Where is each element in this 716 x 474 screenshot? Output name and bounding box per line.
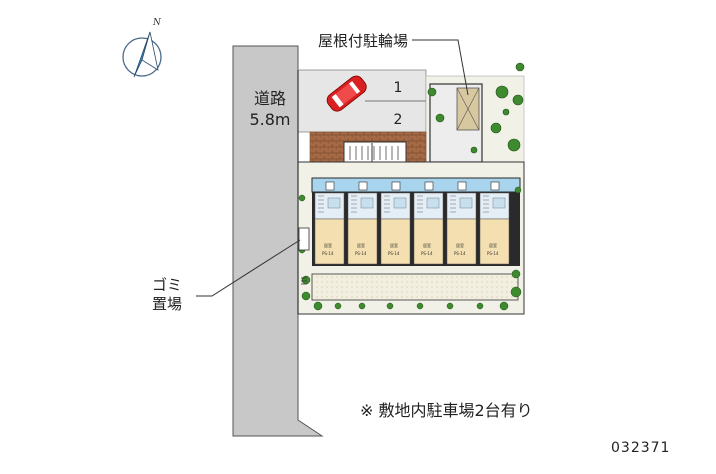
garbage-label: ゴミ 置場: [142, 276, 192, 314]
stairs: [343, 141, 407, 165]
unit-6-id: PS-14: [487, 251, 499, 256]
south-garden: [311, 273, 519, 301]
parking-number-1: 1: [394, 80, 403, 96]
unit-2-id: PS-14: [355, 251, 367, 256]
unit-doors: [325, 181, 500, 191]
unit-5: [446, 192, 477, 265]
trees: [427, 62, 525, 154]
unit-1: [314, 192, 345, 265]
unit-3-room: 居室: [390, 243, 398, 248]
unit-6-room: 居室: [489, 243, 497, 248]
garbage-leader: [196, 239, 301, 297]
unit-2: [347, 192, 378, 265]
property-code: 032371: [611, 440, 671, 456]
road: [232, 45, 324, 437]
road-label: 道路 5.8m: [240, 88, 300, 130]
unit-5-room: 居室: [456, 243, 464, 248]
hedge: [298, 186, 522, 311]
garbage-label-line2: 置場: [151, 295, 182, 313]
compass-icon: [122, 31, 162, 78]
road-label-width: 5.8m: [249, 110, 291, 129]
unit-1-id: PS-14: [322, 251, 334, 256]
parking-note: ※ 敷地内駐車場2台有り: [360, 401, 533, 420]
unit-3: [380, 192, 411, 265]
unit-2-room: 居室: [357, 243, 365, 248]
garbage-label-line1: ゴミ: [151, 276, 182, 294]
unit-5-id: PS-14: [454, 251, 466, 256]
unit-4-room: 居室: [423, 243, 431, 248]
road-label-name: 道路: [253, 89, 286, 108]
car-icon: [326, 75, 367, 112]
garbage-area: [298, 227, 310, 251]
unit-4-id: PS-14: [421, 251, 433, 256]
unit-6: [479, 192, 510, 265]
bike-shelter-label: 屋根付駐輪場: [318, 32, 409, 50]
north-label: N: [152, 18, 162, 28]
corridor: [311, 177, 521, 193]
unit-1-room: 居室: [324, 243, 332, 248]
bike-shelter-leader: [412, 39, 469, 96]
unit-4: [413, 192, 444, 265]
unit-3-id: PS-14: [388, 251, 400, 256]
parking-number-2: 2: [394, 112, 403, 128]
